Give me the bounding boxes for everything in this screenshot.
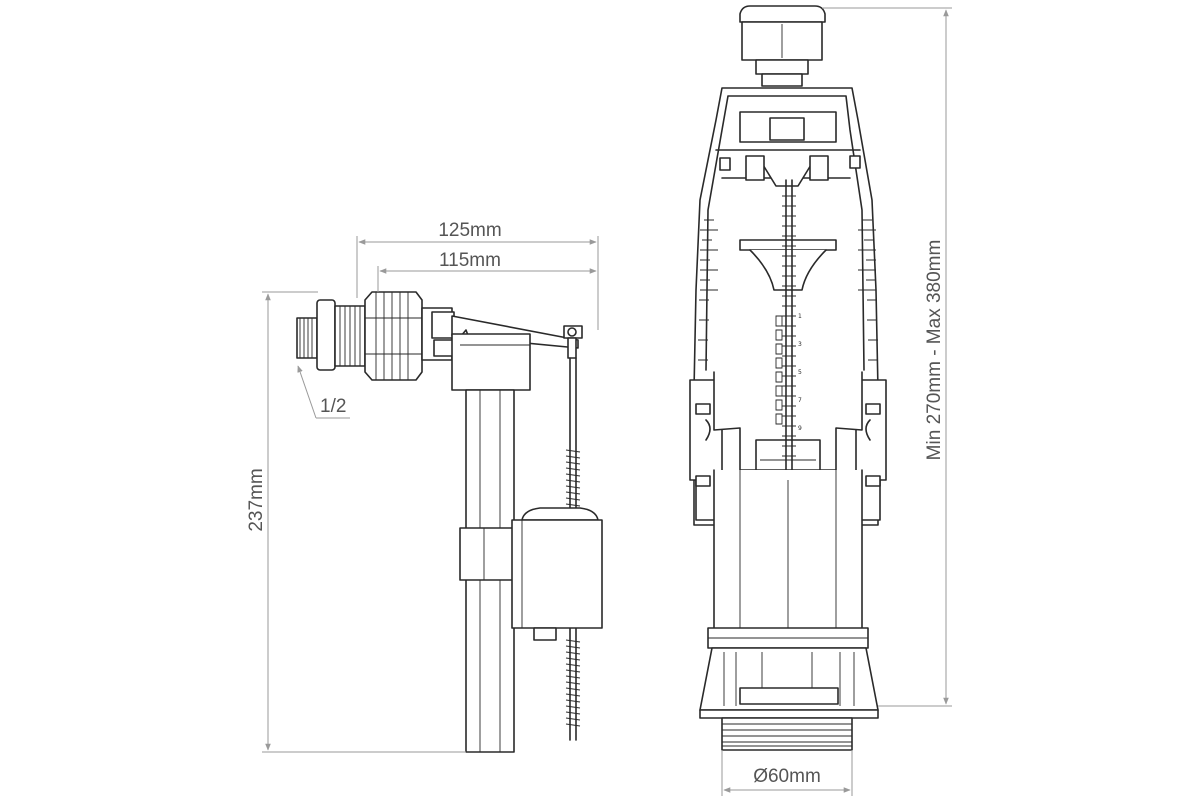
thread-callout: 1/2: [297, 365, 350, 419]
dim-label-115mm: 115mm: [439, 250, 501, 271]
scale-mark-9: 9: [798, 425, 802, 432]
thread-label: 1/2: [320, 396, 346, 417]
float-body: [511, 507, 603, 641]
flush-valve-drawing: 1 3 5 7 9: [689, 5, 887, 751]
valve-head: [421, 307, 579, 391]
dimension-125mm: 125mm: [356, 220, 599, 330]
dimension-height-range: Min 270mm - Max 380mm: [822, 7, 952, 707]
scale-mark-5: 5: [798, 369, 802, 376]
dimension-237mm: 237mm: [246, 291, 466, 753]
inner-cylinder: [713, 239, 863, 471]
push-button: [739, 5, 826, 87]
dimension-115mm: 115mm: [377, 250, 597, 292]
inlet-thread: [296, 299, 366, 371]
lock-nut: [364, 291, 423, 381]
dim-label-125mm: 125mm: [438, 220, 501, 241]
scale-mark-7: 7: [798, 397, 802, 404]
float-rod: [563, 325, 583, 741]
height-scale: 1 3 5 7 9: [775, 179, 802, 481]
outlet-thread: [721, 717, 853, 751]
base-seal: [699, 647, 879, 719]
dim-label-diameter: Ø60mm: [753, 766, 821, 787]
scale-mark-1: 1: [798, 313, 802, 320]
dimension-diameter: Ø60mm: [721, 750, 853, 796]
riser-tube: [459, 389, 517, 753]
dim-label-237mm: 237mm: [246, 468, 267, 531]
scale-mark-3: 3: [798, 341, 802, 348]
fill-valve-drawing: [296, 291, 603, 753]
dim-label-height-range: Min 270mm - Max 380mm: [924, 240, 945, 461]
